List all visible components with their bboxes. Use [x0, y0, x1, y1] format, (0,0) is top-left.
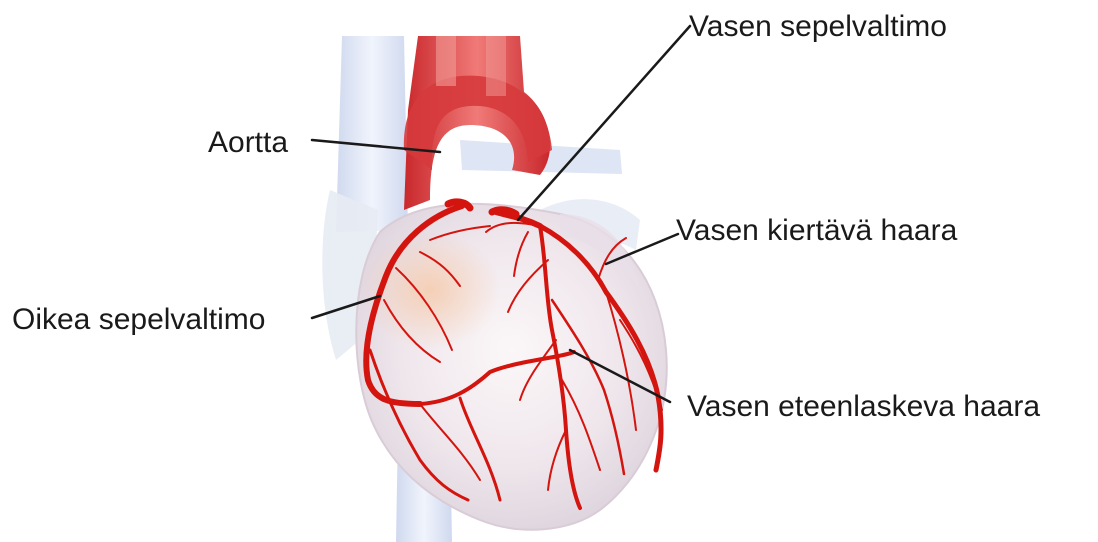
label-circumflex-branch: Vasen kiertävä haara: [676, 214, 957, 248]
label-anterior-descending-branch: Vasen eteenlaskeva haara: [687, 390, 1040, 424]
label-aorta: Aortta: [208, 126, 288, 160]
aorta-vessel: [404, 36, 552, 210]
label-right-coronary: Oikea sepelvaltimo: [12, 303, 265, 337]
label-left-main-coronary: Vasen sepelvaltimo: [689, 10, 947, 44]
